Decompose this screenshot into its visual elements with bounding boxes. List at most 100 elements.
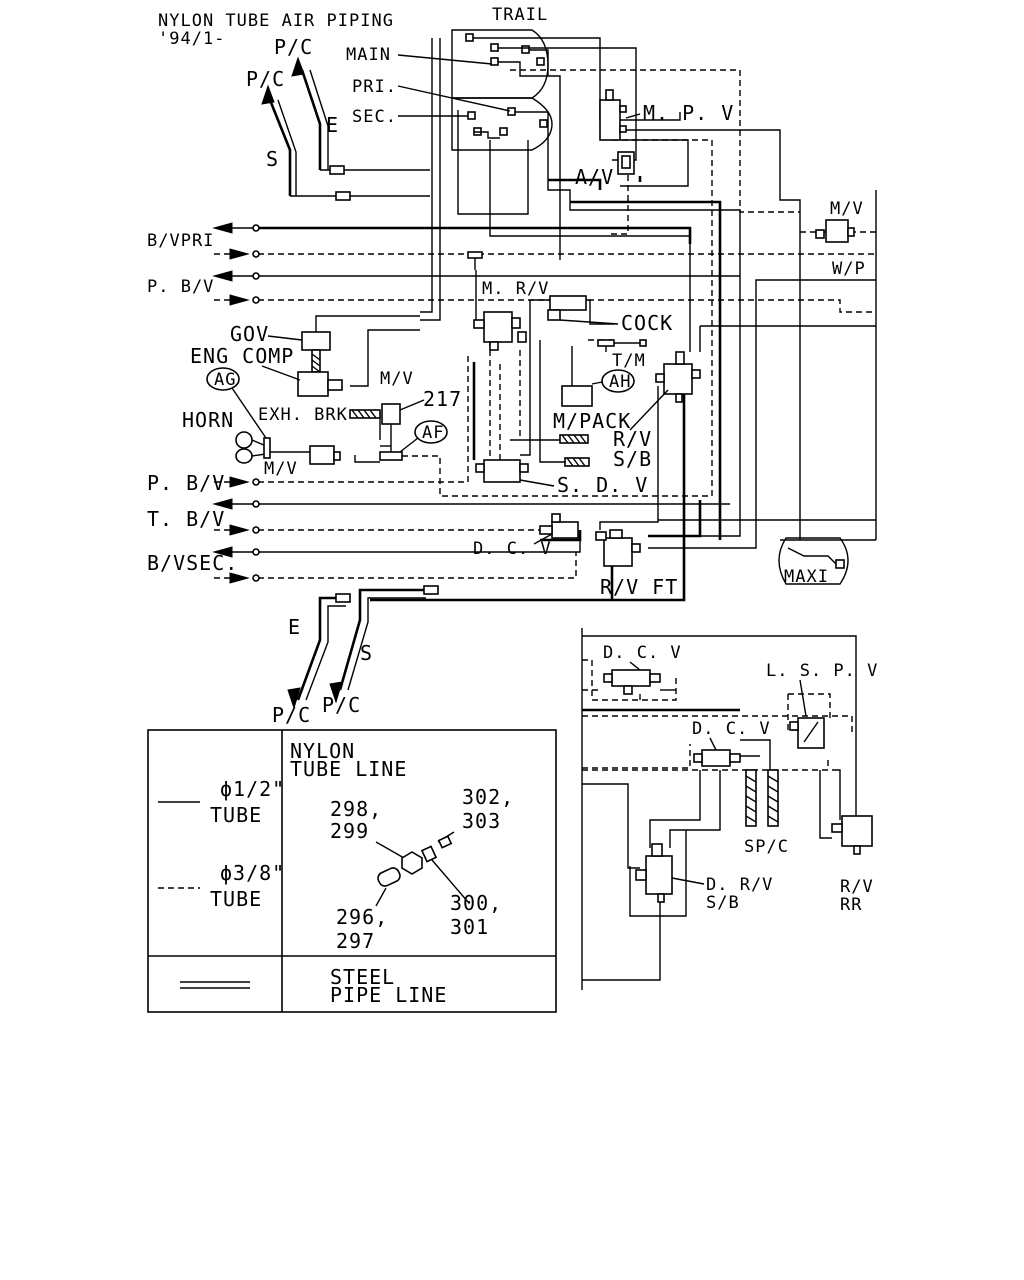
label-pc-top2: P/C xyxy=(274,35,313,59)
legend-nylon-line2: TUBE LINE xyxy=(290,757,407,781)
lspv-valve xyxy=(789,717,825,749)
label-bv-sec: B/VSEC. xyxy=(147,551,238,575)
legend-part-300: 300, xyxy=(450,891,502,915)
maxi-unit xyxy=(778,537,849,585)
gov-unit xyxy=(301,331,331,373)
rv-ft-valve xyxy=(595,529,641,567)
cock-valve xyxy=(547,295,587,321)
rv-sb-valve xyxy=(655,351,701,403)
label-drv-sb: S/B xyxy=(706,893,740,913)
spc-hoses xyxy=(745,769,779,827)
hoses-bottom xyxy=(287,585,439,710)
label-sb: S/B xyxy=(613,447,652,471)
legend-half-tube: TUBE xyxy=(210,803,262,827)
mpv-valve xyxy=(599,89,627,141)
label-s-bottom: S xyxy=(360,641,373,665)
diagram-title-line2: '94/1- xyxy=(158,29,225,49)
hoses-top xyxy=(261,56,351,201)
label-pbv-low: P. B/V xyxy=(147,471,225,495)
label-spc: SP/C xyxy=(744,837,789,857)
label-mrv: M. R/V xyxy=(482,279,549,299)
legend-table xyxy=(147,729,557,1013)
ag-callout xyxy=(206,367,267,439)
label-mv-mid: M/V xyxy=(380,369,414,389)
label-eng-comp: ENG COMP xyxy=(190,344,294,368)
label-wp: W/P xyxy=(832,259,866,279)
legend-three-eighth-tube: TUBE xyxy=(210,887,262,911)
legend-part-299: 299 xyxy=(330,819,369,843)
mv-right-valve xyxy=(815,219,855,243)
label-mpack: M/PACK xyxy=(553,409,631,433)
av-valve xyxy=(617,151,635,175)
label-drv: D. R/V xyxy=(706,875,773,895)
label-pc-top1: P/C xyxy=(246,67,285,91)
rv-rr-valve xyxy=(831,815,873,855)
tm-gauge xyxy=(597,339,647,352)
label-horn: HORN xyxy=(182,408,234,432)
legend-part-301: 301 xyxy=(450,915,489,939)
label-mv-low: M/V xyxy=(264,459,298,479)
label-217: 217 xyxy=(423,387,462,411)
label-dcv-mid: D. C. V xyxy=(473,539,552,559)
diagram-title-line1: NYLON TUBE AIR PIPING xyxy=(158,11,394,31)
label-rv-rr2: RR xyxy=(840,895,862,915)
label-main: MAIN xyxy=(346,45,391,65)
legend-steel2: PIPE LINE xyxy=(330,983,447,1007)
legend-part-296: 296, xyxy=(336,905,388,929)
label-pc-bottom2: P/C xyxy=(322,693,361,717)
legend-three-eighth: ϕ3/8" xyxy=(220,861,285,885)
eng-comp xyxy=(297,371,343,397)
legend-part-297: 297 xyxy=(336,929,375,953)
horn-icon xyxy=(235,431,271,464)
label-dcv-r2: D. C. V xyxy=(692,719,771,739)
label-rv-rr1: R/V xyxy=(840,877,874,897)
ah-callout xyxy=(591,369,635,393)
label-sec: SEC. xyxy=(352,107,397,127)
rear-subdiagram xyxy=(581,628,857,990)
sdv-valve xyxy=(475,459,529,483)
dcv-r2-valve xyxy=(693,749,741,767)
label-sdv: S. D. V xyxy=(557,473,648,497)
tee-fitting xyxy=(467,251,483,270)
drv-sb-valve xyxy=(635,843,673,903)
label-mv-right: M/V xyxy=(830,199,864,219)
legend-part-303: 303 xyxy=(462,809,501,833)
mrv-valve xyxy=(473,311,527,351)
legend-part-302: 302, xyxy=(462,785,514,809)
label-pc-bottom1: P/C xyxy=(272,703,311,727)
label-e-bottom: E xyxy=(288,615,301,639)
label-s-top: S xyxy=(266,147,279,171)
label-gov: GOV xyxy=(230,322,269,346)
legend-half-inch: ϕ1/2" xyxy=(220,777,285,801)
legend-part-298: 298, xyxy=(330,797,382,821)
label-e-top: E xyxy=(326,113,339,137)
label-mpv: M. P. V xyxy=(643,101,734,125)
legend-steel1: STEEL xyxy=(330,965,395,989)
mpack-unit xyxy=(561,385,593,407)
af-callout xyxy=(399,420,448,453)
label-tm: T/M xyxy=(612,351,646,371)
dcv-r1-valve xyxy=(603,669,661,695)
label-rv-ft: R/V FT xyxy=(600,575,678,599)
label-ag: AG xyxy=(214,370,236,390)
left-arrows xyxy=(212,222,260,584)
label-av: A/V xyxy=(575,165,614,189)
label-dcv-r1: D. C. V xyxy=(603,643,682,663)
label-tbv: T. B/V xyxy=(147,507,225,531)
label-pbv-top: P. B/V xyxy=(147,277,214,297)
label-af: AF xyxy=(422,423,444,443)
mv-low-valve xyxy=(270,445,341,465)
dashed-piping xyxy=(258,69,876,579)
label-ah: AH xyxy=(609,372,631,392)
fitting-parts-icon xyxy=(375,831,469,907)
sdv-hoses xyxy=(559,434,590,467)
label-rv: R/V xyxy=(613,427,652,451)
label-trail: TRAIL xyxy=(492,5,548,25)
dcv-mid-valve xyxy=(539,513,579,539)
label-exh-brk: EXH. BRK xyxy=(258,405,348,425)
heavy-piping xyxy=(258,176,722,602)
label-bv-pri: B/VPRI xyxy=(147,231,214,251)
label-lspv: L. S. P. V xyxy=(766,661,878,681)
legend-nylon-line1: NYLON xyxy=(290,739,355,763)
